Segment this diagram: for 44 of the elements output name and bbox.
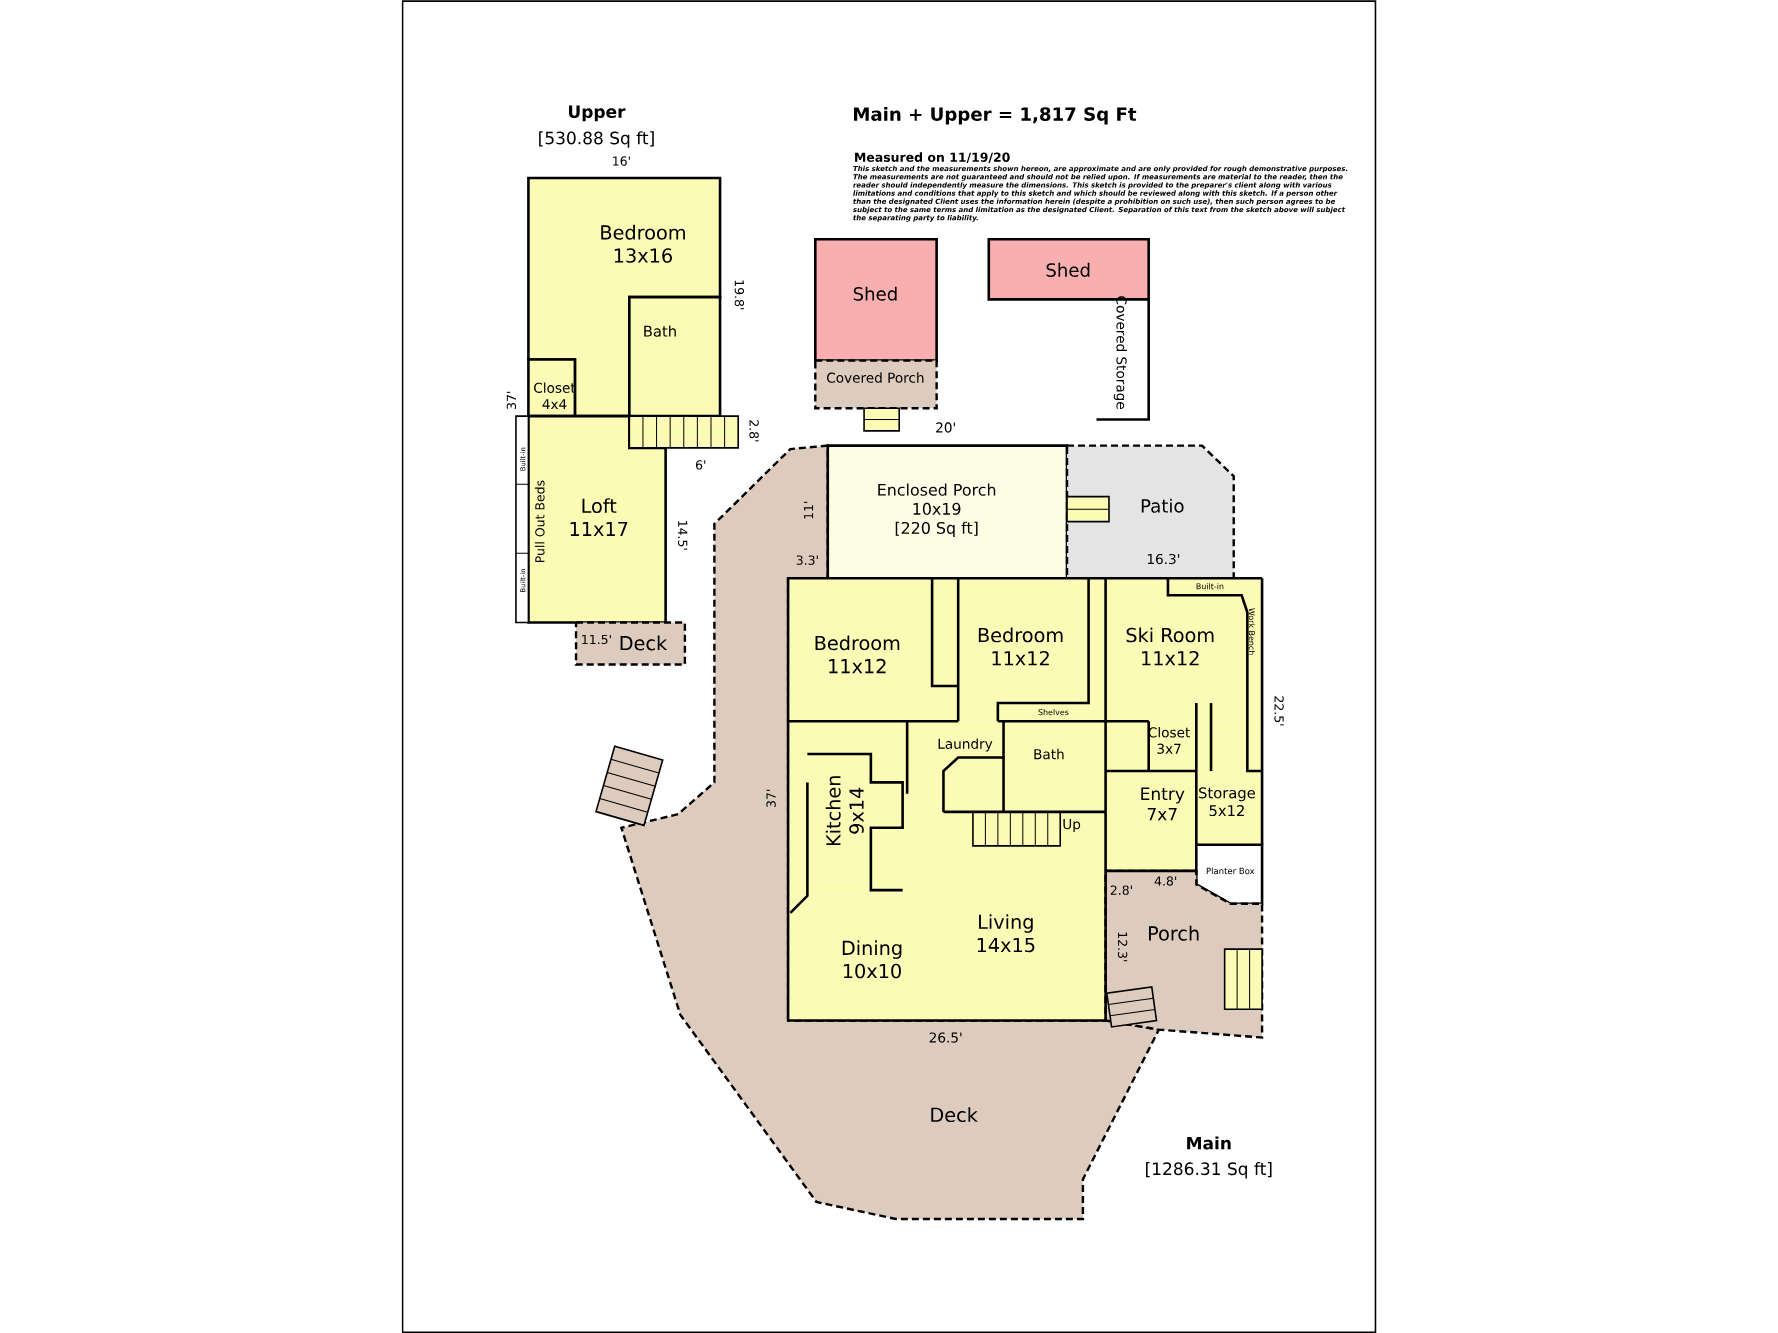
title: Main + Upper = 1,817 Sq Ft <box>854 106 1137 125</box>
room: Entry 7x7 <box>1105 770 1197 871</box>
dimension-label: 37' <box>766 789 776 807</box>
room: Shed <box>814 237 938 362</box>
node-label: Living <box>979 913 1033 933</box>
node-label: Storage <box>1199 787 1255 802</box>
dimension-label: 11.5' <box>582 634 611 644</box>
node-label: Laundry <box>938 738 993 752</box>
room: Storage 5x12 <box>1196 720 1263 845</box>
dimension-label: 2.8' <box>1110 885 1132 895</box>
node-label: Bedroom <box>978 627 1063 643</box>
room: Enclosed Porch 10x19 [220 Sq ft] <box>826 444 1069 580</box>
floor-heading: Main <box>1187 1136 1231 1150</box>
dimension-label: 22.5' <box>1274 696 1284 726</box>
room: Covered Porch <box>814 359 938 410</box>
dimension-label: 6' <box>695 459 706 470</box>
floor-heading: Upper <box>569 105 626 122</box>
dimension-label: 20' <box>936 422 955 433</box>
dimension-label: 11' <box>803 501 814 519</box>
dimension-label: 26.5' <box>929 1032 962 1043</box>
dimension-label: 16' <box>613 156 630 166</box>
area-label: [530.88 Sq ft] <box>539 131 654 148</box>
room: Laundry <box>907 720 1004 812</box>
node-label: 9x14 <box>849 787 864 834</box>
room: Planter Box <box>1195 843 1264 905</box>
node-label: Kitchen <box>825 775 841 845</box>
dimension-label: 19.8' <box>734 280 745 309</box>
dimension-label: 3.3' <box>796 555 818 565</box>
dimension-label: 2.8' <box>749 419 759 442</box>
dimension-label: 14.5' <box>678 520 688 550</box>
date-note: Measured on 11/19/20 <box>855 152 1010 163</box>
node-label: Bath <box>1034 748 1064 760</box>
dimension-label: 37' <box>506 391 517 409</box>
room: Bedroom 11x12 <box>788 578 959 721</box>
stair-label: Up <box>1063 818 1081 832</box>
node-label: 10x10 <box>843 963 901 979</box>
room: Closet 4x4 <box>527 357 577 418</box>
dimension-label: 12.3' <box>1117 932 1128 961</box>
node-label: 14x15 <box>977 937 1035 953</box>
node-label: 5x12 <box>1209 804 1244 816</box>
node-label: Dining <box>842 940 902 959</box>
room: Dining 10x10 <box>788 895 908 1021</box>
node-label: 11x12 <box>992 650 1049 665</box>
feature-label: Pull Out Beds <box>534 480 545 562</box>
